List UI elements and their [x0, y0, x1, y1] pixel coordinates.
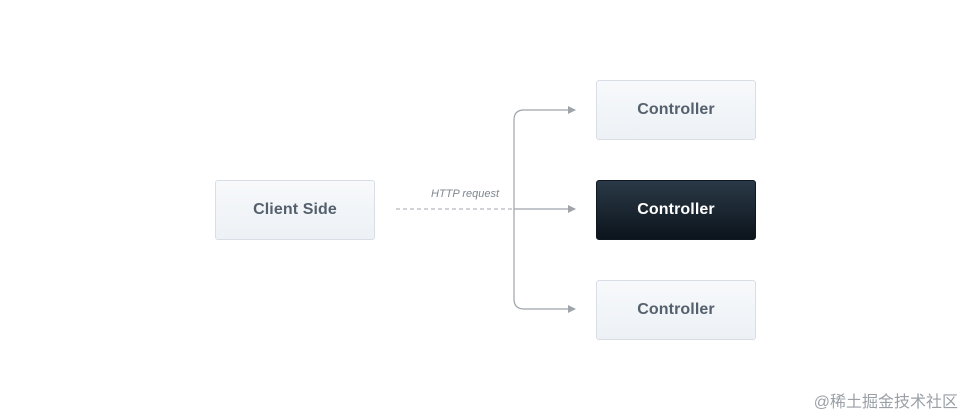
watermark-text: @稀土掘金技术社区 — [813, 394, 958, 411]
client-side-label: Client Side — [253, 201, 337, 218]
client-side-node: Client Side — [215, 180, 375, 240]
controller-label: Controller — [637, 301, 715, 318]
http-request-label: HTTP request — [431, 188, 500, 200]
controller-label: Controller — [637, 101, 715, 118]
controller-node-active: Controller — [596, 180, 756, 240]
controller-node-top: Controller — [596, 80, 756, 140]
controller-node-bottom: Controller — [596, 280, 756, 340]
controller-label: Controller — [637, 201, 715, 218]
